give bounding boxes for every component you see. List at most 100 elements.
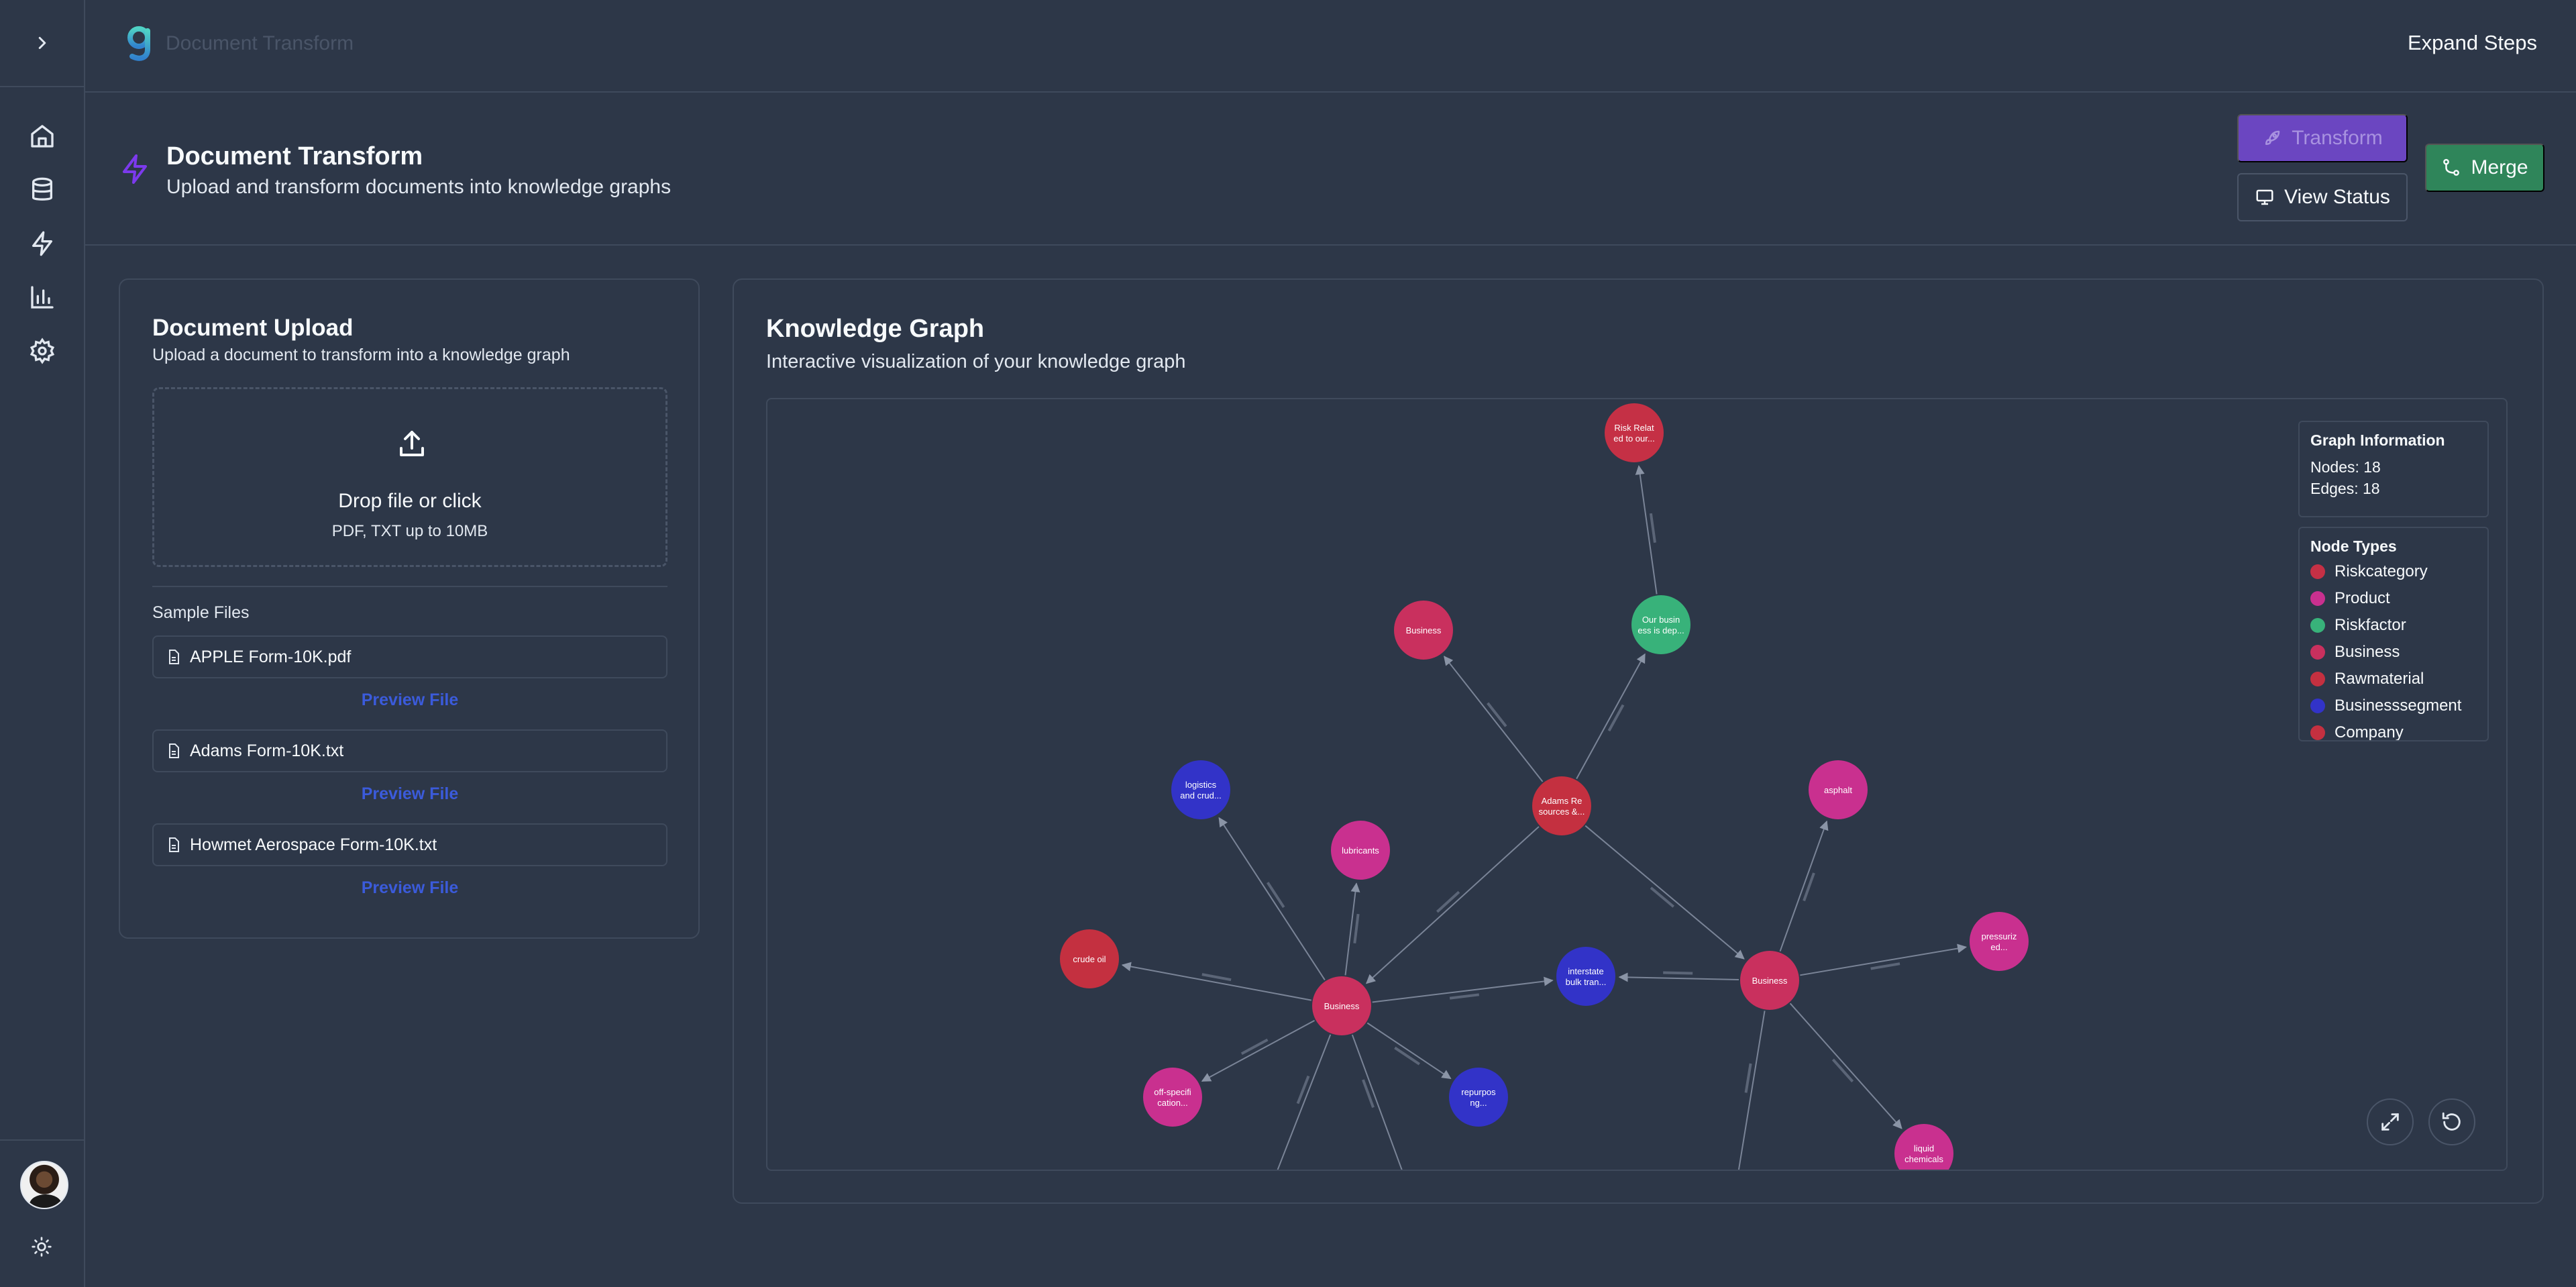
graph-node-circle[interactable]: [1143, 1068, 1202, 1127]
sidebar-toggle-button[interactable]: [0, 0, 84, 87]
graph-edge: [1635, 465, 1658, 595]
document-upload-card: Document Upload Upload a document to tra…: [119, 278, 700, 939]
view-status-label: View Status: [2284, 186, 2390, 208]
graph-edge: [1372, 976, 1554, 1003]
transform-button[interactable]: Transform: [2237, 114, 2408, 162]
graph-edge-label: [1649, 513, 1656, 543]
page-title: Document Transform: [166, 142, 423, 170]
sample-file-row[interactable]: APPLE Form-10K.pdf: [152, 635, 667, 678]
app-title: Document Transform: [166, 32, 354, 54]
expand-steps-button[interactable]: Expand Steps: [2407, 31, 2537, 54]
graph-node[interactable]: lubricants: [1331, 821, 1390, 880]
graph-edge: [1618, 972, 1739, 982]
graph-node-circle[interactable]: [1312, 976, 1371, 1035]
node-types-title: Node Types: [2310, 537, 2397, 555]
file-icon: [169, 743, 179, 758]
graph-node-label: Adams Re: [1542, 796, 1582, 806]
graph-node-label: and crud...: [1180, 790, 1221, 801]
preview-file-link[interactable]: Preview File: [361, 690, 459, 709]
graph-node[interactable]: asphalt: [1809, 760, 1868, 819]
knowledge-graph-card: Knowledge Graph Interactive visualizatio…: [733, 278, 2544, 1204]
graph-node-circle[interactable]: [1809, 760, 1868, 819]
preview-file-link[interactable]: Preview File: [361, 878, 459, 897]
graph-edge: [1366, 1022, 1452, 1080]
legend-item: Business: [2310, 639, 2477, 666]
graph-node[interactable]: off-specification...: [1143, 1068, 1202, 1127]
graph-edge: [1576, 653, 1646, 780]
graph-edge-label: [1436, 890, 1460, 913]
reset-view-button[interactable]: [2428, 1098, 2475, 1145]
monitor-icon: [2256, 189, 2273, 205]
sample-file-name: APPLE Form-10K.pdf: [190, 647, 352, 666]
graph-node-circle[interactable]: [1631, 595, 1690, 654]
nodes-count: Nodes: 18: [2310, 458, 2381, 476]
sidebar: [0, 0, 85, 1287]
graph-node-circle[interactable]: [1331, 821, 1390, 880]
merge-button[interactable]: Merge: [2425, 144, 2544, 192]
graph-node-label: ed to our...: [1613, 433, 1654, 444]
graph-edge: [1789, 1002, 1902, 1129]
graph-node-label: lubricants: [1342, 845, 1379, 856]
sidebar-item-analytics[interactable]: [27, 282, 58, 313]
page-subtitle: Upload and transform documents into know…: [166, 176, 672, 198]
graph-node-circle[interactable]: [1605, 403, 1664, 462]
graph-node-circle[interactable]: [1970, 912, 2029, 971]
graph-node[interactable]: repurposng...: [1449, 1068, 1508, 1127]
avatar[interactable]: [20, 1161, 68, 1209]
graph-node[interactable]: Business: [1740, 951, 1799, 1010]
graph-edge-label: [1607, 704, 1625, 732]
sample-file-row[interactable]: Howmet Aerospace Form-10K.txt: [152, 823, 667, 866]
node-types-legend: Node Types Riskcategory Product Riskfact…: [2298, 527, 2489, 741]
graph-node[interactable]: Business: [1312, 976, 1371, 1035]
sidebar-item-transform[interactable]: [27, 228, 58, 259]
view-status-button[interactable]: View Status: [2237, 173, 2408, 221]
preview-file-link[interactable]: Preview File: [361, 784, 459, 803]
graph-edge: [1351, 1034, 1403, 1170]
upload-icon: [400, 431, 424, 456]
legend-label: Product: [2334, 589, 2390, 607]
file-icon: [169, 837, 179, 852]
graph-node[interactable]: Business: [1394, 601, 1453, 660]
graph-node-circle[interactable]: [1556, 947, 1615, 1006]
graph-node-label: Risk Relat: [1614, 423, 1654, 433]
graph-node-circle[interactable]: [1060, 929, 1119, 988]
graph-node-label: Business: [1324, 1001, 1360, 1011]
sidebar-item-settings[interactable]: [27, 336, 58, 366]
graph-node-label: crude oil: [1073, 954, 1106, 964]
graph-node-circle[interactable]: [1532, 776, 1591, 835]
graph-node[interactable]: crude oil: [1060, 929, 1119, 988]
theme-toggle-button[interactable]: [31, 1236, 52, 1261]
graph-node-label: Business: [1406, 625, 1442, 635]
graph-node-circle[interactable]: [1394, 601, 1453, 660]
legend-item: Riskcategory: [2310, 558, 2477, 585]
graph-node-circle[interactable]: [1740, 951, 1799, 1010]
graph-node-label: interstate: [1568, 966, 1603, 976]
graph-node-label: chemicals: [1904, 1154, 1943, 1164]
sidebar-item-database[interactable]: [27, 174, 58, 205]
graph-node-label: ng...: [1470, 1098, 1487, 1108]
graph-edge-label: [1362, 1079, 1375, 1109]
legend-dot: [2310, 618, 2325, 633]
sidebar-item-home[interactable]: [27, 121, 58, 152]
graph-node-circle[interactable]: [1449, 1068, 1508, 1127]
sample-file-row[interactable]: Adams Form-10K.txt: [152, 729, 667, 772]
legend-label: Business: [2334, 643, 2400, 661]
git-merge-icon: [2443, 158, 2460, 176]
fullscreen-button[interactable]: [2367, 1098, 2414, 1145]
graph-edge: [1365, 826, 1540, 984]
graph-node-circle[interactable]: [1894, 1124, 1953, 1171]
graph-node-circle[interactable]: [1171, 760, 1230, 819]
bolt-icon: [32, 231, 53, 256]
file-dropzone[interactable]: Drop file or click PDF, TXT up to 10MB: [152, 387, 667, 567]
graph-node[interactable]: pressurized...: [1970, 912, 2029, 971]
expand-icon: [2381, 1113, 2399, 1131]
legend-item: Company: [2310, 719, 2477, 740]
